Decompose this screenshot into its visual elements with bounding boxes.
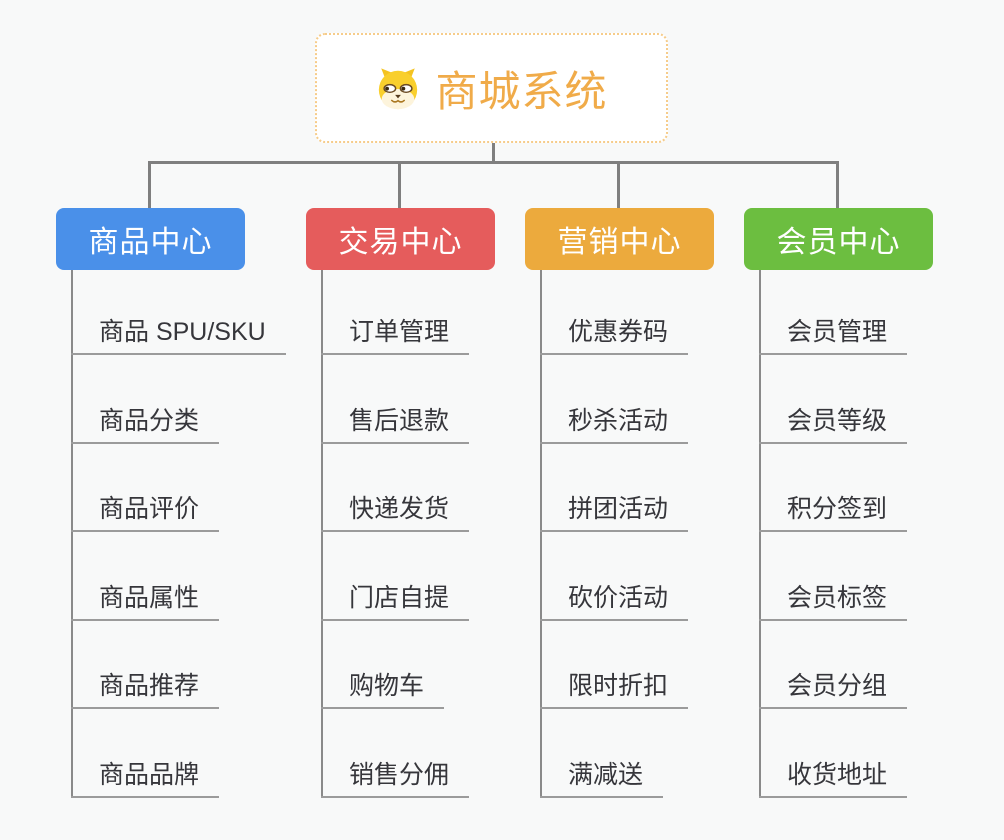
branch-member-center: 会员中心 会员管理 会员等级 积分签到 会员标签 会员分组 收货地址: [744, 208, 1004, 808]
child-node[interactable]: 购物车: [321, 667, 445, 709]
dog-face-icon: [375, 65, 421, 111]
child-node[interactable]: 门店自提: [321, 579, 470, 621]
child-node[interactable]: 快递发货: [321, 490, 470, 532]
connector-drop: [617, 161, 620, 208]
branch-trunk-line: [71, 270, 73, 798]
child-node[interactable]: 限时折扣: [540, 667, 689, 709]
child-node[interactable]: 会员等级: [759, 402, 908, 444]
child-node[interactable]: 商品属性: [71, 579, 220, 621]
connector-horizontal: [148, 161, 839, 164]
branch-node[interactable]: 会员中心: [744, 208, 933, 270]
child-node[interactable]: 砍价活动: [540, 579, 689, 621]
child-node[interactable]: 积分签到: [759, 490, 908, 532]
child-node[interactable]: 商品推荐: [71, 667, 220, 709]
child-node[interactable]: 会员分组: [759, 667, 908, 709]
connector-drop: [148, 161, 151, 208]
connector-drop: [836, 161, 839, 208]
root-node[interactable]: 商城系统: [315, 33, 668, 143]
child-node[interactable]: 秒杀活动: [540, 402, 689, 444]
child-node[interactable]: 商品评价: [71, 490, 220, 532]
child-node[interactable]: 收货地址: [759, 756, 908, 798]
child-node[interactable]: 会员标签: [759, 579, 908, 621]
child-node[interactable]: 会员管理: [759, 313, 908, 355]
branch-node[interactable]: 营销中心: [525, 208, 714, 270]
connector-root-stub: [492, 142, 495, 162]
branch-product-center: 商品中心 商品 SPU/SKU 商品分类 商品评价 商品属性 商品推荐 商品品牌: [56, 208, 346, 808]
branch-trunk-line: [540, 270, 542, 798]
branch-trunk-line: [759, 270, 761, 798]
branch-node[interactable]: 交易中心: [306, 208, 495, 270]
branch-node[interactable]: 商品中心: [56, 208, 245, 270]
child-node[interactable]: 售后退款: [321, 402, 470, 444]
child-node[interactable]: 订单管理: [321, 313, 470, 355]
child-node[interactable]: 商品品牌: [71, 756, 220, 798]
child-node[interactable]: 优惠券码: [540, 313, 689, 355]
child-node[interactable]: 拼团活动: [540, 490, 689, 532]
root-node-label: 商城系统: [435, 67, 608, 115]
connector-drop: [398, 161, 401, 208]
child-node[interactable]: 商品分类: [71, 402, 220, 444]
branch-marketing-center: 营销中心 优惠券码 秒杀活动 拼团活动 砍价活动 限时折扣 满减送: [525, 208, 815, 808]
child-node[interactable]: 满减送: [540, 756, 664, 798]
branch-trunk-line: [321, 270, 323, 798]
child-node[interactable]: 商品 SPU/SKU: [71, 313, 286, 355]
branch-trade-center: 交易中心 订单管理 售后退款 快递发货 门店自提 购物车 销售分佣: [306, 208, 596, 808]
child-node[interactable]: 销售分佣: [321, 756, 470, 798]
